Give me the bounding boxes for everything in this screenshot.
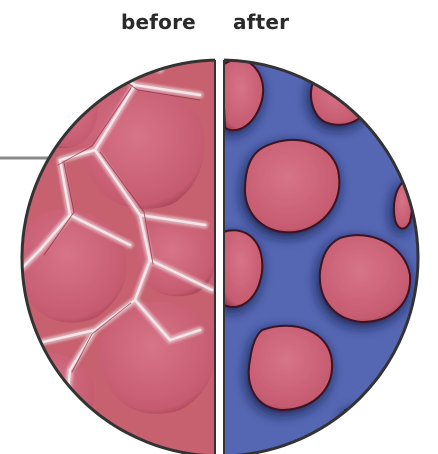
before-cells (15, 81, 215, 435)
divider (215, 58, 224, 454)
